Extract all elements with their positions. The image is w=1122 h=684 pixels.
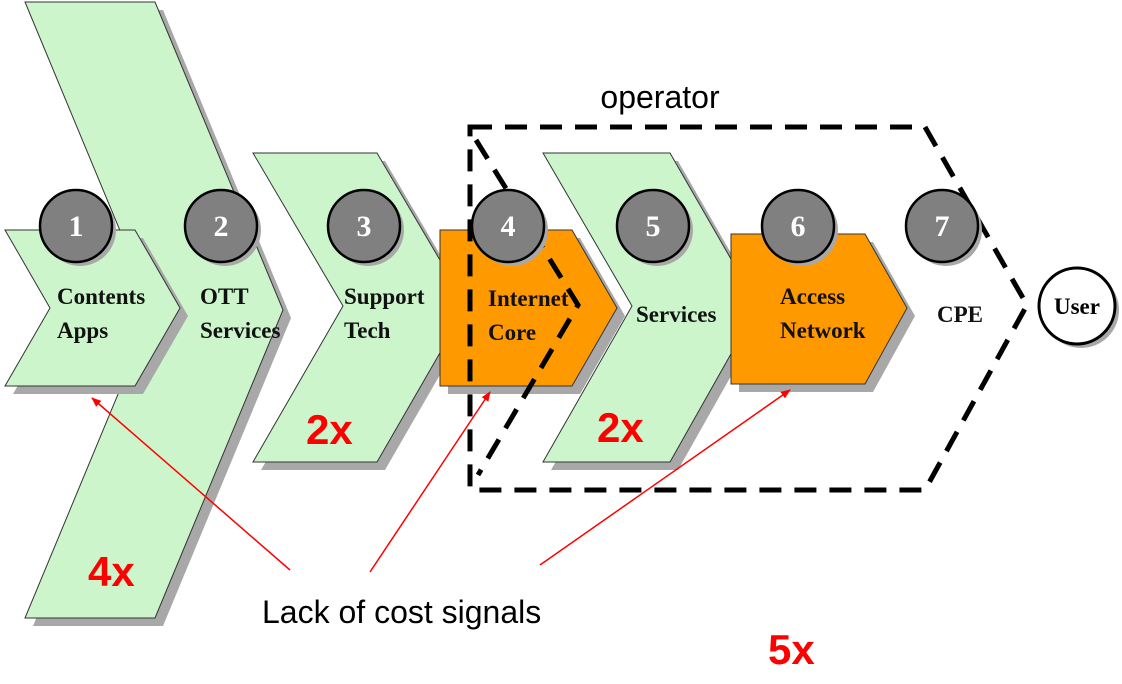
stage-6-label-line2: Network (780, 318, 866, 343)
stage-5-chevron (542, 152, 759, 463)
user-circle (1037, 266, 1117, 346)
cost-signals-caption: Lack of cost signals (262, 594, 541, 630)
circle-badge (470, 188, 546, 264)
arrow-to-access-network (539, 389, 791, 566)
user-label: User (1054, 294, 1100, 319)
circle-badge (326, 188, 402, 264)
stage-4-chevron (439, 229, 618, 387)
stage-3-circle: 3 (326, 188, 404, 266)
stage-5-number: 5 (646, 210, 661, 243)
stage-7-label: CPE (937, 302, 983, 327)
stage-4-circle: 4 (470, 188, 548, 266)
stage-6-access-chevron (730, 233, 915, 392)
stage-3-support-chevron (252, 152, 475, 470)
stage-4-label-line2: Core (488, 320, 536, 345)
stage-4-internet-chevron (439, 229, 625, 394)
stage-5-label: Services (636, 302, 717, 327)
stage-2-circle: 2 (183, 188, 261, 266)
stage-3-chevron (252, 152, 468, 463)
stage-4-label-line1: Internet (488, 286, 569, 311)
multiplier-support: 2x (306, 406, 353, 453)
stage-1-contents-chevron (4, 229, 188, 394)
stage-6-circle: 6 (760, 188, 838, 266)
operator-inner-dashed-line (473, 138, 581, 477)
cost-signal-arrows (91, 389, 791, 573)
stage-4-number: 4 (501, 210, 516, 243)
stage-2-label-line2: Services (200, 318, 281, 343)
stage-1-label-line2: Apps (57, 318, 108, 343)
circle-badge (38, 188, 114, 264)
operator-boundary (467, 124, 1030, 493)
stage-1-chevron (4, 229, 181, 387)
circle-badge (615, 188, 691, 264)
stage-1-circle: 1 (38, 188, 116, 266)
stage-1-label-line1: Contents (57, 284, 145, 309)
stage-2-label-line1: OTT (200, 284, 249, 309)
stage-6-number: 6 (791, 210, 806, 243)
stage-5-circle: 5 (615, 188, 693, 266)
multiplier-ott: 4x (88, 548, 135, 595)
circle-badge (904, 188, 980, 264)
operator-label: operator (600, 79, 720, 115)
multiplier-operator: 5x (768, 626, 815, 673)
arrow-to-contents (91, 397, 291, 571)
stage-6-label-line1: Access (780, 284, 845, 309)
stage-7-number: 7 (935, 210, 950, 243)
stage-3-label-line1: Support (344, 284, 425, 309)
stage-3-label-line2: Tech (344, 318, 391, 343)
stage-1-number: 1 (69, 210, 84, 243)
stage-5-services-chevron (542, 152, 766, 470)
circle-badge (183, 188, 259, 264)
stage-6-chevron (730, 233, 908, 385)
arrow-to-internet-core (369, 391, 491, 573)
stage-2-number: 2 (214, 210, 229, 243)
operator-dashed-outline (467, 124, 1030, 493)
user-node: User (1037, 266, 1119, 348)
stage-7-circle: 7 (904, 188, 982, 266)
multiplier-services: 2x (597, 404, 644, 451)
circle-badge (760, 188, 836, 264)
stage-3-number: 3 (357, 210, 372, 243)
